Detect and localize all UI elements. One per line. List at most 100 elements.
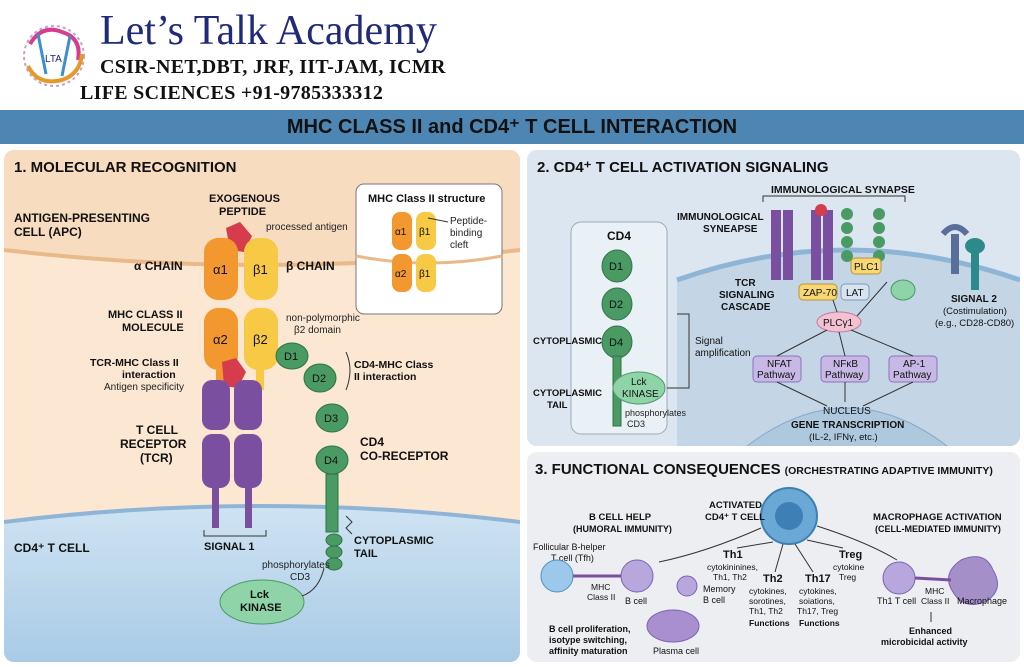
- th1-tcell: [882, 561, 916, 595]
- inset-a2: [392, 254, 412, 292]
- synapse-label: IMMUNOLOGICAL SYNAPSE: [771, 184, 915, 196]
- mhc-label-2: MOLECULE: [122, 322, 184, 334]
- th1-line1: cytokininines,: [707, 562, 758, 572]
- ap1-label: AP-1: [903, 359, 926, 370]
- panel3-subtitle: (ORCHESTRATING ADAPTIVE IMMUNITY): [785, 465, 993, 477]
- nucleus: [746, 407, 948, 446]
- functional-consequences-diagram: 3. FUNCTIONAL CONSEQUENCES(ORCHESTRATING…: [527, 452, 1020, 662]
- th17-line2: soiations,: [799, 596, 835, 606]
- cd28: [971, 250, 979, 290]
- receptor-label: RECEPTOR: [120, 437, 187, 451]
- lat-box: [840, 283, 870, 301]
- bprolif-label-2: isotype switching,: [549, 635, 627, 645]
- inset-title: MHC Class II structure: [368, 193, 485, 205]
- inset-b2: [416, 254, 436, 292]
- panel-functional-consequences: 3. FUNCTIONAL CONSEQUENCES(ORCHESTRATING…: [527, 452, 1020, 662]
- b-class2-label: Class II: [587, 592, 615, 602]
- card-cd3-label: CD3: [627, 419, 645, 429]
- plc1-label: PLC1: [854, 262, 879, 273]
- kinase-label: KINASE: [240, 602, 282, 614]
- brand-exams: CSIR-NET,DBT, JRF, IIT-JAM, ICMR: [100, 56, 446, 78]
- enhanced-label-2: microbicidal activity: [881, 637, 968, 647]
- bcell-label: B cell: [625, 596, 647, 606]
- memory-label: Memory: [703, 584, 736, 594]
- activated-label: ACTIVATED: [709, 500, 762, 511]
- syn-receptor-4: [823, 210, 833, 280]
- syn-receptor-1: [771, 210, 781, 280]
- plc1-box: [850, 257, 882, 275]
- peptide-cleft-label-2: binding: [450, 228, 482, 239]
- coreceptor-label: CO-RECEPTOR: [360, 449, 449, 463]
- cd4-card-d2: [601, 287, 633, 321]
- th17-line3: Th17, Treg: [797, 606, 838, 616]
- header: LTA Let’s Talk Academy CSIR-NET,DBT, JRF…: [0, 0, 1024, 108]
- tail-label: TAIL: [354, 548, 378, 560]
- cytoplasmic-label: CYTOPLASMIC: [354, 535, 434, 547]
- m-class2-label: Class II: [921, 596, 949, 606]
- lat-label: LAT: [846, 288, 864, 299]
- costim-example: (e.g., CD28-CD80): [935, 318, 1014, 329]
- th17-label: Th17: [805, 573, 831, 585]
- nucleus-label: NUCLEUS: [823, 406, 871, 417]
- page-title: MHC CLASS II and CD4⁺ T CELL INTERACTION: [286, 116, 738, 138]
- molecular-recognition-diagram: 1. MOLECULAR RECOGNITION ANTIGEN-PRESENT…: [4, 150, 520, 662]
- card-kinase-label: KINASE: [622, 389, 659, 400]
- nfat-pathway-label: Pathway: [757, 370, 795, 381]
- cd4-d3: [315, 403, 349, 433]
- exogenous-label: EXOGENOUS: [209, 193, 280, 205]
- mact-label: MACROPHAGE ACTIVATION: [873, 512, 1002, 523]
- tcr-signaling-label-2: SIGNALING: [719, 290, 775, 301]
- syn-receptor-2: [783, 210, 793, 280]
- th17-line4: Functions: [799, 618, 840, 628]
- syn-receptor-3: [811, 210, 821, 280]
- tcr-beta-v: [234, 380, 262, 430]
- tcr-beta-c: [234, 434, 262, 488]
- inset-b1: [416, 212, 436, 250]
- cd4-label: CD4: [360, 435, 384, 449]
- signal2-adapter: [890, 279, 916, 301]
- th1-line2: Th1, Th2: [713, 572, 747, 582]
- tcr-alpha-c: [202, 434, 230, 488]
- synapse-side-label: IMMUNOLOGICAL: [677, 212, 764, 223]
- apc-label: ANTIGEN-PRESENTING: [14, 211, 150, 225]
- treg-label: Treg: [839, 549, 862, 561]
- cd4-card-label: CD4: [607, 229, 631, 243]
- cd80: [940, 224, 970, 237]
- zap70-box: [798, 283, 838, 301]
- tcr-alpha-v: [202, 380, 230, 430]
- peptide-label: PEPTIDE: [219, 206, 266, 218]
- panel-activation-signaling: 2. CD4⁺ T CELL ACTIVATION SIGNALING IMMU…: [527, 150, 1020, 446]
- plasma-label: Plasma cell: [653, 646, 699, 656]
- b-mhc-label: MHC: [591, 582, 610, 592]
- macrophage-label: Macrophage: [957, 596, 1007, 606]
- activated-label-2: CD4⁺ T CELL: [705, 512, 765, 523]
- signal2-label: SIGNAL 2: [951, 294, 997, 305]
- gene-transcription-label: GENE TRANSCRIPTION: [791, 420, 904, 431]
- apc-label-2: CELL (APC): [14, 225, 82, 239]
- bhelp-sub-label: (HUMORAL IMMUNITY): [573, 524, 672, 534]
- d1-label: D1: [284, 351, 298, 363]
- tfh-label-2: T cell (Tfh): [551, 553, 594, 563]
- phosphorylates-label: phosphorylates: [262, 560, 330, 571]
- th2-line3: Th1, Th2: [749, 606, 783, 616]
- ap1-pathway-label: Pathway: [893, 370, 931, 381]
- tcr-label: (TCR): [140, 451, 173, 465]
- signal1-label: SIGNAL 1: [204, 541, 255, 553]
- alpha2-domain: [204, 308, 238, 370]
- tcell-cytoplasm: [677, 250, 1020, 446]
- cd4-tail-seg1: [325, 533, 343, 547]
- th1-label: Th1: [723, 549, 743, 561]
- cd4-tail-seg2: [325, 545, 343, 559]
- beta1-domain: [244, 238, 278, 300]
- zap70-label: ZAP-70: [803, 288, 837, 299]
- title-bar: MHC CLASS II and CD4⁺ T CELL INTERACTION: [0, 110, 1024, 144]
- card-cyto-tail-label: CYTOPLASMIC: [533, 388, 602, 399]
- cd4-mhc-label-2: II interaction: [354, 371, 416, 383]
- brand-contact: LIFE SCIENCES +91-9785333312: [80, 82, 384, 104]
- tcr-beta-tm: [245, 488, 252, 528]
- beta2-label: β2: [253, 332, 268, 347]
- memory-bcell: [676, 575, 698, 597]
- inset-a2-label: α2: [395, 269, 407, 280]
- card-phos-label: phosphorylates: [625, 408, 687, 418]
- th2-line1: cytokines,: [749, 586, 787, 596]
